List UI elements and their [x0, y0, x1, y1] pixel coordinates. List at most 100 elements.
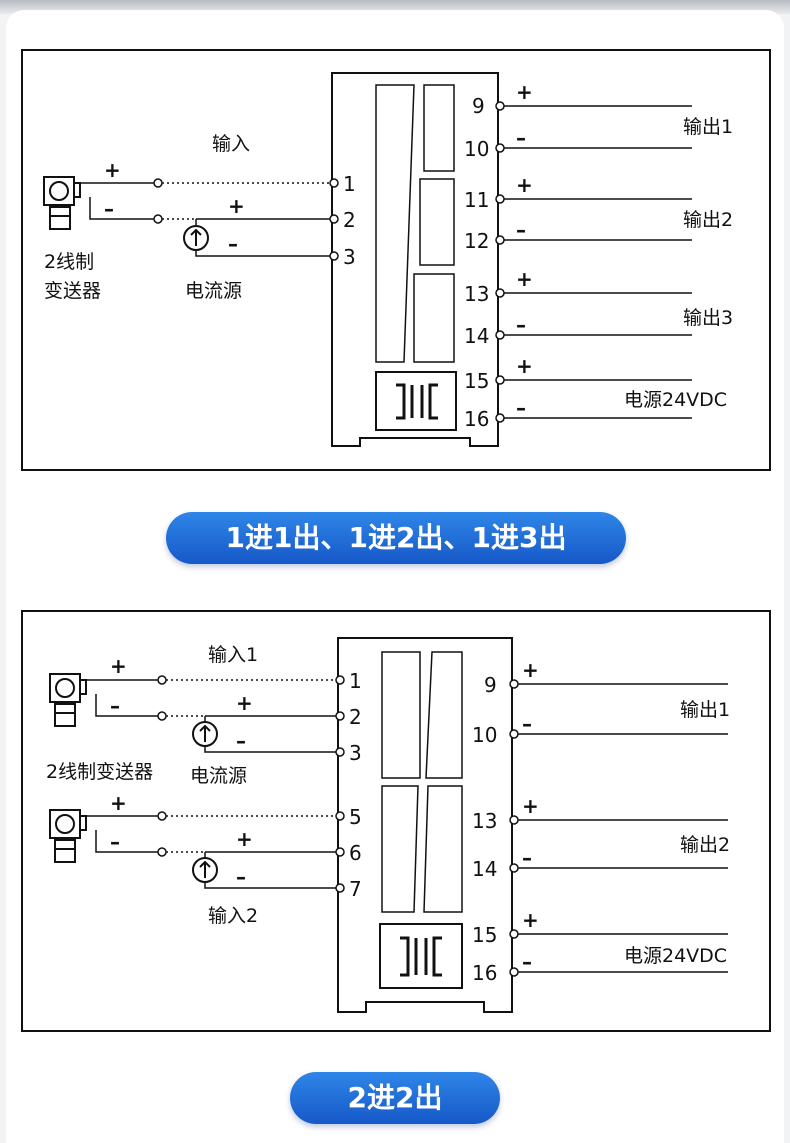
- d2-out2-minus: –: [522, 846, 532, 870]
- d2-input-1-label: 输入1: [208, 644, 258, 666]
- terminal-node: [335, 847, 345, 857]
- d2-terminal-6: 6: [349, 841, 362, 865]
- d2-s1-minus: –: [236, 729, 246, 753]
- d2-terminal-5: 5: [349, 805, 362, 829]
- terminal-node: [335, 675, 345, 685]
- caption-1-badge: 1进1出、1进2出、1进3出: [166, 512, 626, 564]
- d2-power-plus: +: [522, 908, 539, 932]
- d2-terminal-9: 9: [484, 673, 497, 697]
- module-1-window-left: [375, 84, 415, 363]
- d2-t2-minus: –: [110, 830, 120, 854]
- d1-terminal-3: 3: [343, 245, 356, 269]
- d1-transmitter-label-2: 变送器: [44, 280, 101, 302]
- node: [157, 711, 167, 721]
- d1-terminal-13: 13: [464, 282, 489, 306]
- d2-terminal-14: 14: [472, 857, 497, 881]
- d2-s2-minus: –: [236, 865, 246, 889]
- d1-output-1-label: 输出1: [683, 116, 733, 138]
- d2-terminal-3: 3: [349, 741, 362, 765]
- module-2-window-4: [423, 785, 463, 913]
- terminal-node-3: [329, 251, 339, 261]
- terminal-node-1: [329, 178, 339, 188]
- current-source-2b-icon: [192, 857, 218, 883]
- terminal-node: [335, 747, 345, 757]
- d2-output-1-label: 输出1: [680, 699, 730, 721]
- transmitter-1-icon: [43, 176, 81, 230]
- d2-t1-plus: +: [110, 654, 127, 678]
- d1-source-minus: –: [228, 232, 238, 256]
- d1-terminal-10: 10: [464, 137, 489, 161]
- d2-s2-plus: +: [236, 827, 253, 851]
- terminal-node: [335, 711, 345, 721]
- d1-power-plus: +: [516, 354, 533, 378]
- d1-transmitter-plus: +: [104, 158, 121, 182]
- d2-output-2-label: 输出2: [680, 834, 730, 856]
- transmitter-1-minus-wire: [89, 197, 158, 220]
- d2-terminal-13: 13: [472, 809, 497, 833]
- caption-2-badge: 2进2出: [290, 1072, 500, 1124]
- d1-output-3-label: 输出3: [683, 307, 733, 329]
- d1-out3-minus: –: [516, 313, 526, 337]
- d1-transmitter-minus: –: [104, 197, 114, 221]
- d2-terminal-1: 1: [349, 669, 362, 693]
- module-1-window-2: [419, 178, 455, 266]
- node: [157, 675, 167, 685]
- node: [157, 811, 167, 821]
- d1-out2-plus: +: [516, 173, 533, 197]
- transmitter-1-plus-node: [153, 178, 163, 188]
- output-wires-1: [495, 101, 692, 423]
- d2-terminal-15: 15: [472, 923, 497, 947]
- d1-source-plus: +: [228, 194, 245, 218]
- d1-output-2-label: 输出2: [683, 209, 733, 231]
- diagram-2: [21, 610, 771, 1032]
- d1-out3-plus: +: [516, 267, 533, 291]
- d1-terminal-12: 12: [464, 229, 489, 253]
- module-2-isolation-box: [379, 923, 463, 989]
- module-2-window-1: [381, 651, 421, 779]
- d2-out1-minus: –: [522, 712, 532, 736]
- terminal-node: [335, 811, 345, 821]
- terminal-node: [335, 883, 345, 893]
- d2-input-2-label: 输入2: [208, 905, 258, 927]
- wire: [204, 882, 338, 889]
- transmitter-2b-minus-wire: [95, 830, 162, 853]
- current-source-1-wire-bottom: [195, 250, 332, 257]
- node: [157, 847, 167, 857]
- isolation-icon: [400, 936, 442, 977]
- d1-out1-plus: +: [516, 80, 533, 104]
- diagram-1: [21, 49, 771, 471]
- transmitter-2a-icon: [49, 673, 87, 727]
- module-2-window-3: [381, 785, 419, 913]
- d1-terminal-15: 15: [464, 369, 489, 393]
- terminal-node-2: [329, 214, 339, 224]
- d1-input-label: 输入: [212, 133, 250, 155]
- d2-terminal-7: 7: [349, 877, 362, 901]
- d1-terminal-14: 14: [464, 324, 489, 348]
- d1-terminal-9: 9: [472, 94, 485, 118]
- d1-current-source-label: 电流源: [185, 280, 242, 302]
- isolation-icon: [396, 383, 438, 420]
- d2-current-source-label: 电流源: [190, 765, 247, 787]
- transmitter-2a-minus-wire: [95, 694, 162, 717]
- transmitter-1-minus-node: [153, 214, 163, 224]
- output-wires-2: [509, 679, 728, 977]
- d2-power-minus: –: [522, 950, 532, 974]
- d2-transmitter-label: 2线制变送器: [46, 761, 153, 783]
- d2-terminal-10: 10: [472, 723, 497, 747]
- d1-terminal-11: 11: [464, 188, 489, 212]
- transmitter-2b-icon: [49, 809, 87, 863]
- d2-t1-minus: –: [110, 694, 120, 718]
- module-1-window-3: [413, 273, 455, 363]
- module-1-isolation-box: [375, 371, 457, 431]
- d2-out1-plus: +: [522, 658, 539, 682]
- d2-t2-plus: +: [110, 791, 127, 815]
- current-source-1-icon: [183, 225, 209, 251]
- d1-out2-minus: –: [516, 218, 526, 242]
- d1-out1-minus: –: [516, 126, 526, 150]
- d1-power-label: 电源24VDC: [624, 389, 727, 411]
- module-2-window-2: [425, 651, 463, 779]
- d2-s1-plus: +: [236, 691, 253, 715]
- d2-power-label: 电源24VDC: [624, 945, 727, 967]
- wire: [204, 746, 338, 753]
